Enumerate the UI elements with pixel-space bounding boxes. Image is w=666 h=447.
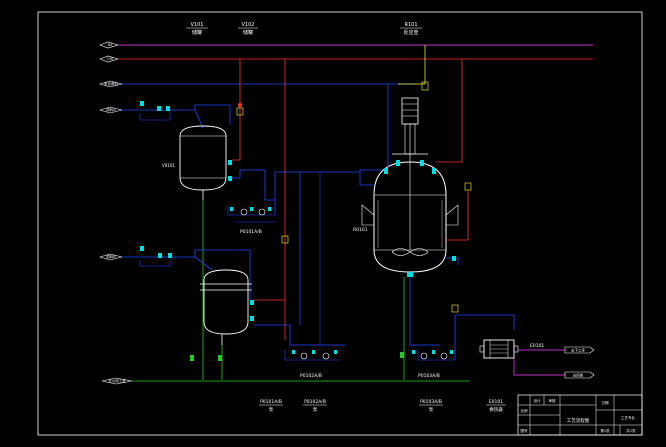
tag-name: 储罐: [192, 29, 202, 36]
line-label: CW: [107, 57, 113, 61]
reactor-piping: [359, 45, 472, 380]
top-tag-v101: V101 储罐: [186, 22, 208, 36]
pump-icon: [300, 352, 308, 360]
right-outlet-2: 去回收: [564, 371, 595, 379]
line-label: 去公用工程: [108, 378, 126, 383]
pump-icon: [322, 352, 330, 360]
utility-line-return: 去公用工程: [101, 352, 470, 385]
heat-exchanger-e0101: E0101: [479, 339, 565, 376]
pump-p0101: P0101A/B: [227, 205, 275, 235]
tag-name: 泵: [269, 407, 274, 413]
title-cell: 共1张: [626, 428, 636, 433]
valve-icon: [158, 253, 162, 258]
control-valve-icon: [236, 107, 244, 116]
outlet-label: 去回收: [573, 373, 584, 378]
title-cell: 第1张: [600, 428, 610, 433]
reactor-r0101: R0101: [353, 97, 459, 277]
utility-line-cw: CW: [99, 55, 593, 63]
control-valve-icon: [281, 235, 289, 244]
valve-icon: [168, 253, 172, 258]
tag-id: V101: [191, 22, 204, 28]
control-valve-icon: [421, 81, 429, 91]
title-cell: 比例: [521, 408, 529, 413]
valve-icon: [250, 316, 254, 321]
v102-outlet-line: [221, 172, 345, 380]
exchanger-line: [451, 304, 515, 360]
line-label: N2: [108, 43, 113, 47]
title-cell: 审核: [549, 398, 557, 403]
title-cell: 设计: [534, 398, 542, 403]
feed-line-b: 原料B: [98, 246, 251, 300]
vessel-v0101: V0101: [162, 125, 232, 200]
outlet-label: 去下工序: [571, 348, 585, 353]
bottom-tag-e0101: E0101 换热器: [486, 399, 506, 413]
control-valve-icon: [451, 304, 459, 313]
bottom-tag-p0103: P0103A/B 泵: [419, 399, 443, 413]
title-cell: 工艺专业: [621, 415, 635, 420]
feed-line-a: 原料A: [98, 101, 231, 129]
steam-line-v101: [232, 59, 244, 161]
tag-id: P0102A/B: [304, 399, 326, 405]
line-label: 原料A: [106, 107, 116, 112]
tag-name: 反应釜: [403, 29, 418, 36]
line-label: 原料B: [106, 254, 116, 259]
transfer-line: [274, 59, 385, 340]
top-tag-v102: V102 储罐: [238, 22, 258, 36]
bottom-tag-p0102: P0102A/B 泵: [303, 399, 327, 413]
control-valve-icon: [464, 182, 472, 191]
drawing-title: 工艺流程图: [567, 417, 590, 424]
valve-icon: [140, 246, 144, 251]
tag-id: V102: [242, 22, 255, 28]
tag-name: 换热器: [489, 406, 503, 413]
tag-name: 泵: [313, 407, 318, 413]
motor-icon: [401, 97, 419, 125]
title-cell: 图号: [521, 428, 529, 433]
title-block: 设计 审核 比例 图号 工艺流程图 日期 工艺专业 第1张 共1张: [517, 394, 643, 436]
top-tag-r101: R101 反应釜: [400, 22, 422, 36]
bottom-tag-p0101: P0101A/B 泵: [259, 399, 283, 413]
tag-id: E0101: [489, 399, 503, 405]
pump-p0103: P0103A/B: [412, 350, 455, 379]
pump-label: P0101A/B: [240, 229, 262, 235]
reactor-label: R0101: [353, 227, 368, 233]
utility-line-feed: 来自原料: [98, 80, 415, 88]
vessel-label: V0101: [162, 163, 175, 168]
valve-icon: [166, 106, 170, 111]
tag-name: 泵: [429, 407, 434, 413]
vessel-v0102: [200, 269, 254, 345]
valve-icon: [250, 300, 254, 305]
v101-outlet-line: [202, 169, 276, 380]
tag-name: 储罐: [243, 29, 253, 36]
drawing-frame: [37, 11, 643, 436]
pump-icon: [440, 352, 448, 360]
line-label: 来自原料: [104, 81, 118, 86]
pump-icon: [240, 208, 248, 216]
pump-label: P0102A/B: [300, 373, 322, 379]
title-cell: 日期: [602, 400, 610, 405]
valve-icon: [140, 101, 144, 106]
utility-line-n2: N2: [99, 41, 593, 49]
pump-icon: [420, 352, 428, 360]
pump-label: P0103A/B: [418, 373, 440, 379]
valve-icon: [228, 160, 232, 165]
tag-id: R101: [404, 22, 417, 28]
valve-icon: [228, 176, 232, 181]
pump-p0102: P0102A/B: [284, 350, 340, 379]
tag-id: P0101A/B: [260, 399, 282, 405]
pump-icon: [258, 208, 266, 216]
exchanger-label: E0101: [530, 343, 544, 349]
right-outlet-1: 去下工序: [564, 346, 595, 354]
valve-icon: [157, 106, 161, 111]
tag-id: P0103A/B: [420, 399, 442, 405]
